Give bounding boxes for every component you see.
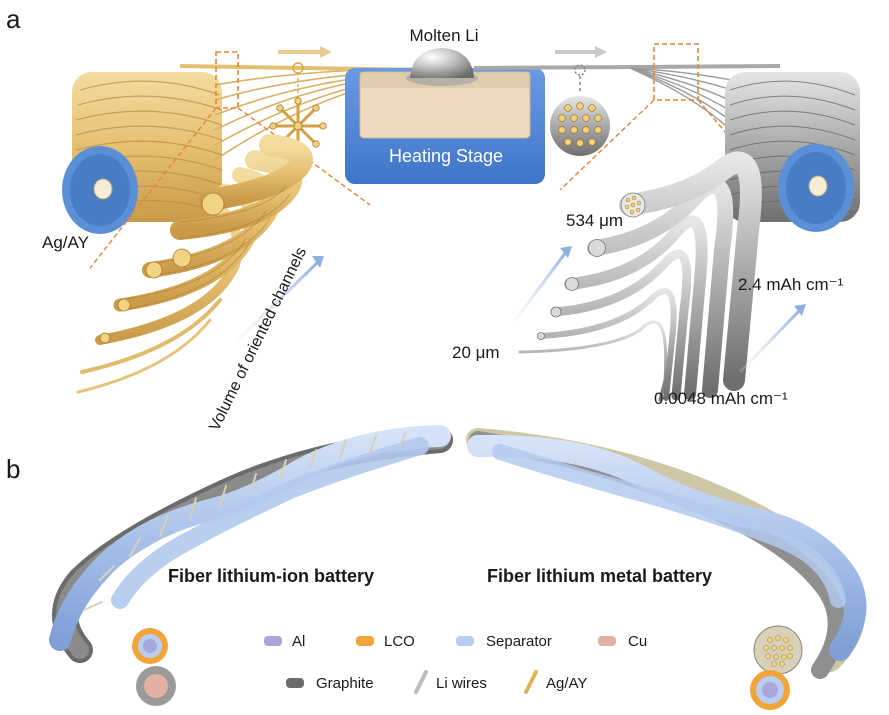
legend-swatch-graphite [286,678,304,688]
li-wire-tips [537,192,646,340]
selection-box-left [215,51,239,109]
capacity-arrow [738,304,806,374]
legend-swatch-ag-ay [524,670,538,694]
ag-ay-label: Ag/AY [42,233,89,252]
legend-item-al: Al [264,633,305,650]
legend-item-separator: Separator [456,633,552,650]
diameter-min-label: 20 μm [452,343,500,362]
left-yarn-spool [62,72,223,234]
legend-item-li-wires: Li wires [414,670,487,694]
volume-arrow [236,256,324,342]
molten-li-droplet [406,48,478,86]
legend-label-li-wires: Li wires [436,675,487,692]
legend-label-graphite: Graphite [316,675,374,692]
legend-label-lco: LCO [384,633,415,650]
legend-label-ag-ay: Ag/AY [546,675,587,692]
molten-li-label: Molten Li [410,26,479,45]
yarn-bundle-tips [99,192,225,344]
li-ion-fiber-ends [132,628,176,706]
guide-line-left-1 [89,107,217,269]
right-spool-axle [808,175,828,197]
yarn-bundle-fan [76,134,313,394]
legend: Al LCO Separator Cu Graphite Li wires Ag… [264,633,647,694]
legend-label-al: Al [292,633,305,650]
li-metal-battery-title: Fiber lithium metal battery [487,566,712,586]
capacity-min-label: 0.0048 mAh cm⁻¹ [654,389,788,408]
diameter-max-label: 534 μm [566,211,623,230]
direction-arrow-left [278,46,332,58]
legend-label-cu: Cu [628,633,647,650]
legend-swatch-al [264,636,282,646]
legend-item-graphite: Graphite [286,675,374,692]
li-wire-output [473,64,781,70]
selection-box-right [653,43,699,101]
fiber-li-metal-battery [466,428,867,679]
left-spool-axle [93,178,113,200]
fiber-li-ion-battery [49,425,453,663]
legend-swatch-lco [356,636,374,646]
heating-stage-label: Heating Stage [389,146,503,166]
legend-item-cu: Cu [598,633,647,650]
legend-swatch-li-wires [414,670,428,694]
legend-swatch-separator [456,636,474,646]
capacity-max-label: 2.4 mAh cm⁻¹ [738,275,844,294]
legend-item-lco: LCO [356,633,415,650]
heating-stage: Heating Stage [345,68,545,184]
legend-item-ag-ay: Ag/AY [524,670,587,694]
li-wire-fan [518,151,762,402]
panel-b-letter: b [6,454,20,484]
li-ion-battery-title: Fiber lithium-ion battery [168,566,374,586]
li-wire-cross-section-icon [550,64,610,156]
legend-swatch-cu [598,636,616,646]
direction-arrow-right [555,46,607,58]
legend-label-separator: Separator [486,633,552,650]
diameter-arrow [512,246,572,323]
li-metal-fiber-ends [750,625,803,710]
panel-a-letter: a [6,4,21,34]
guide-line-right-1 [559,99,655,191]
